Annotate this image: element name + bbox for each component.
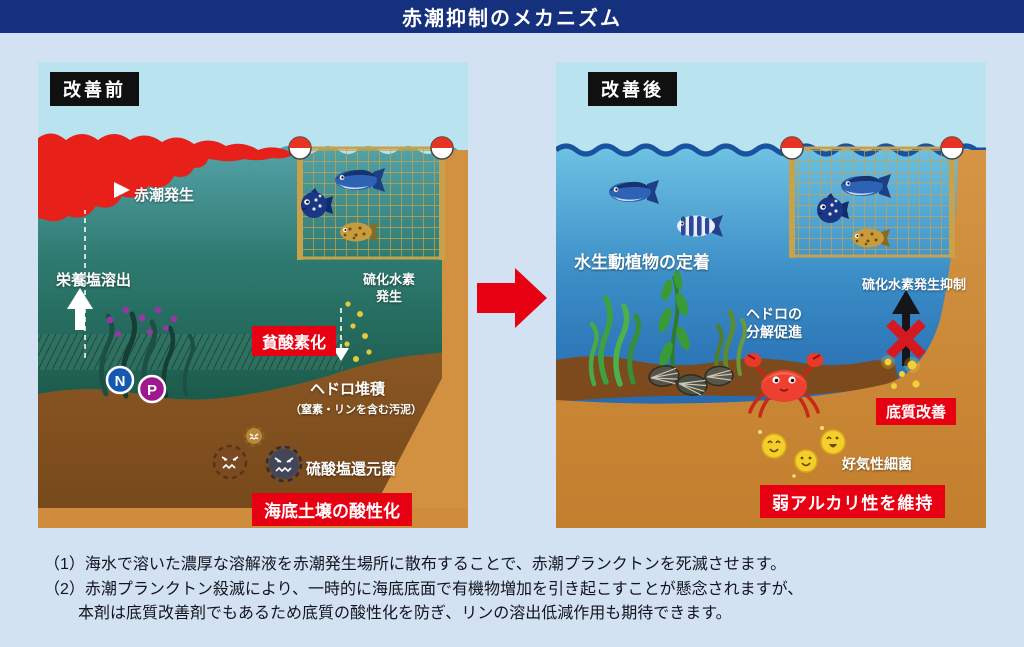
title-bar: 赤潮抑制のメカニズム (0, 0, 1024, 33)
striped-fish-icon (677, 215, 723, 237)
note-line-3: 本剤は底質改善剤でもあるため底質の酸性化を防ぎ、リンの溶出低減作用も期待できます… (78, 605, 732, 622)
blue-fish-icon (841, 174, 891, 198)
spotted-fish-icon (340, 222, 378, 242)
alkalinity-badge: 弱アルカリ性を維持 (760, 485, 946, 518)
h2s-label: 硫化水素発生 (362, 272, 415, 304)
phosphorus-badge: P (137, 374, 167, 404)
angry-bacteria-icon (212, 444, 248, 480)
shellfish-icon (648, 365, 680, 387)
note-line-1: （1）海水で溶いた濃厚な溶解液を赤潮発生場所に散布することで、赤潮プランクトンを… (44, 556, 787, 573)
happy-bacteria-icon (761, 433, 787, 459)
shellfish-icon (704, 365, 734, 387)
happy-bacteria-icon (794, 449, 818, 473)
spotted-fish-icon (852, 228, 890, 248)
after-label: 改善後 (588, 72, 677, 106)
sand-bank (442, 150, 468, 528)
blue-fish-icon (609, 180, 659, 204)
sand (556, 150, 986, 528)
buoy-icon (940, 136, 964, 160)
right-arrow-icon (477, 268, 547, 328)
buoy-icon (430, 136, 454, 160)
seaweed-icon (714, 309, 747, 377)
footnotes: （1）海水で溶いた濃厚な溶解液を赤潮発生場所に散布することで、赤潮プランクトンを… (44, 553, 994, 627)
red-x-icon (886, 319, 926, 359)
page-title: 赤潮抑制のメカニズム (402, 8, 622, 30)
angry-bacteria-icon (243, 425, 265, 447)
svg-text:P: P (147, 382, 157, 399)
red-tide-arrow-icon (114, 182, 130, 198)
buoy-icon (288, 136, 312, 160)
before-label: 改善前 (50, 72, 139, 106)
red-tide-shape (38, 133, 295, 222)
hypoxia-badge: 貧酸素化 (252, 326, 337, 356)
sludge-note: （窒素・リンを含む汚泥） (290, 404, 422, 416)
after-scene (556, 62, 986, 528)
purify-sparkles (881, 355, 920, 389)
puffer-fish-icon (817, 193, 849, 223)
plankton-dots (106, 306, 178, 337)
red-tide-label: 赤潮発生 (134, 187, 195, 204)
puffer-fish-icon (301, 188, 333, 218)
kelp-icon (658, 270, 690, 383)
blue-fish-icon (335, 168, 385, 192)
h2s-down-arrow-icon (333, 348, 349, 361)
buoy-icon (780, 136, 804, 160)
bacteria-sparkles (758, 426, 850, 478)
nitrogen-badge: N (105, 365, 135, 395)
nutrient-label: 栄養塩溶出 (56, 272, 132, 289)
sediment-badge: 底質改善 (876, 398, 957, 425)
shellfish-icon (676, 374, 708, 396)
after-panel: 改善後 水生動植物の定着 ヘドロの分解促進 硫化水素発生抑制 底質改善 好気性細… (556, 62, 986, 528)
before-panel: N P (38, 62, 468, 528)
seaweed-icon (588, 295, 642, 387)
angry-bacteria-icon (265, 445, 303, 483)
h2s-suppression-label: 硫化水素発生抑制 (862, 277, 967, 292)
happy-bacteria-icon (820, 429, 846, 455)
nutrient-up-arrow-icon (67, 288, 93, 330)
acidification-badge: 海底土壌の酸性化 (252, 493, 412, 526)
note-line-2: （2）赤潮プランクトン殺滅により、一時的に海底底面で有機物増加を引き起こすことが… (44, 580, 804, 598)
aerobic-label: 好気性細菌 (842, 456, 912, 472)
aquatic-label: 水生動植物の定着 (574, 253, 710, 272)
sludge-label: ヘドロ堆積 (310, 381, 386, 398)
sulfate-bacteria-label: 硫酸塩還元菌 (306, 461, 397, 478)
sand-slope (374, 378, 442, 508)
h2s-bubbles (344, 301, 372, 362)
crab-icon (744, 353, 824, 418)
decomposition-label: ヘドロの分解促進 (746, 306, 802, 341)
svg-text:N: N (115, 373, 126, 390)
